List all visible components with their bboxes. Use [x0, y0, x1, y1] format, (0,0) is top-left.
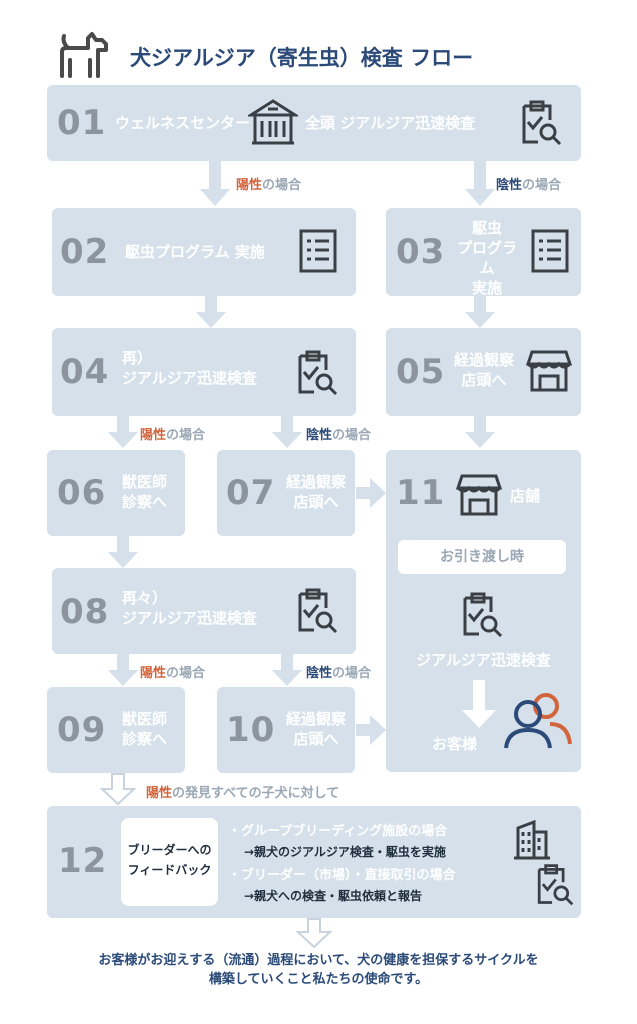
- clipboard-search-icon: [537, 864, 574, 906]
- store-icon: [526, 350, 572, 392]
- checklist-icon: [299, 229, 337, 273]
- condition-positive: 陽性の場合: [236, 178, 302, 193]
- step-07: [217, 450, 355, 536]
- step-07-label: 経過観察店頭へ: [285, 473, 346, 511]
- building-icon: [248, 99, 298, 145]
- step-08-number: 08: [60, 592, 110, 632]
- step-05-label: 経過観察店頭へ: [453, 351, 514, 389]
- arrow-08-09: [108, 654, 138, 686]
- arrow-01-03: [465, 161, 495, 206]
- step-10-number: 10: [226, 710, 276, 750]
- step-06-number: 06: [57, 473, 107, 513]
- checklist-icon: [531, 229, 569, 273]
- arrow-05-11: [465, 416, 495, 448]
- arrow-04-06: [108, 416, 138, 448]
- condition-negative: 陰性の場合: [306, 666, 372, 681]
- case-breeder-market: ・ブリーダー（市場）・直接取引の場合: [228, 868, 456, 883]
- step-04-label: 再）ジアルジア迅速検査: [122, 349, 257, 387]
- mission-statement: お客様がお迎えする（流通）過程において、犬の健康を担保するサイクルを 構築してい…: [98, 953, 539, 987]
- step-11-label: 店舗: [510, 487, 541, 505]
- customer-label: お客様: [432, 735, 478, 753]
- arrow-08-10: [272, 654, 302, 686]
- case-group-breeding-action: →親犬のジアルジア検査・駆虫を実施: [244, 845, 446, 859]
- step-11-number: 11: [396, 473, 446, 513]
- step-11-test-label: ジアルジア迅速検査: [416, 651, 551, 669]
- clipboard-search-icon: [522, 100, 562, 146]
- office-building-icon: [514, 819, 550, 860]
- arrow-12-footer: [296, 918, 332, 948]
- step-06: [47, 450, 185, 536]
- step-03-number: 03: [396, 232, 446, 272]
- step-10: [217, 687, 355, 773]
- arrow-07-11: [356, 478, 386, 508]
- page-title: 犬ジアルジア（寄生虫）検査 フロー: [130, 46, 474, 70]
- feedback-card: ブリーダーへのフィードバック: [121, 818, 218, 906]
- step-03-label: 駆虫プログラム実施: [456, 219, 517, 297]
- condition-negative: 陰性の場合: [306, 428, 372, 443]
- step-01-label: ウェルネスセンター: [115, 114, 251, 132]
- step-02-number: 02: [60, 232, 110, 272]
- step-05: [386, 328, 581, 416]
- step-02: [52, 208, 356, 296]
- clipboard-search-icon: [463, 592, 503, 638]
- step-12-number: 12: [58, 841, 108, 881]
- people-icon: [504, 693, 572, 749]
- step-08-label: 再々）ジアルジア迅速検査: [122, 589, 257, 627]
- step-10-label: 経過観察店頭へ: [285, 710, 346, 748]
- condition-discovery: 陽性の発見すべての子犬に対して: [146, 786, 340, 801]
- condition-positive: 陽性の場合: [140, 666, 206, 681]
- step-09-number: 09: [57, 710, 107, 750]
- arrow-03-05: [465, 296, 495, 328]
- step-01: [47, 85, 581, 161]
- case-breeder-market-action: →親犬への検査・駆虫依頼と報告: [244, 889, 423, 903]
- step-09-label: 獣医師診察へ: [122, 710, 168, 748]
- store-icon: [456, 474, 502, 516]
- condition-negative: 陰性の場合: [496, 178, 562, 193]
- condition-positive: 陽性の場合: [140, 428, 206, 443]
- arrow-06-08: [108, 536, 138, 568]
- step-06-label: 獣医師診察へ: [122, 473, 168, 511]
- step-02-label: 駆虫プログラム 実施: [125, 243, 265, 261]
- arrow-04-07: [272, 416, 302, 448]
- step-09: [47, 687, 185, 773]
- step-01-number: 01: [57, 103, 107, 143]
- step-01-label-2: 全頭 ジアルジア迅速検査: [305, 114, 476, 132]
- clipboard-search-icon: [298, 350, 338, 396]
- arrow-test-customer: [462, 680, 496, 728]
- step-03: [386, 208, 581, 296]
- case-group-breeding: ・グループブリーディング施設の場合: [228, 824, 448, 839]
- clipboard-search-icon: [298, 588, 338, 634]
- arrow-02-04: [196, 296, 226, 328]
- step-07-number: 07: [226, 473, 276, 513]
- arrow-01-02: [200, 161, 230, 206]
- dog-icon: [60, 32, 108, 78]
- step-05-number: 05: [396, 352, 446, 392]
- step-04-number: 04: [60, 352, 110, 392]
- arrow-09-12: [100, 773, 136, 805]
- arrow-10-11: [356, 715, 386, 745]
- handover-pill: お引き渡し時: [398, 540, 566, 574]
